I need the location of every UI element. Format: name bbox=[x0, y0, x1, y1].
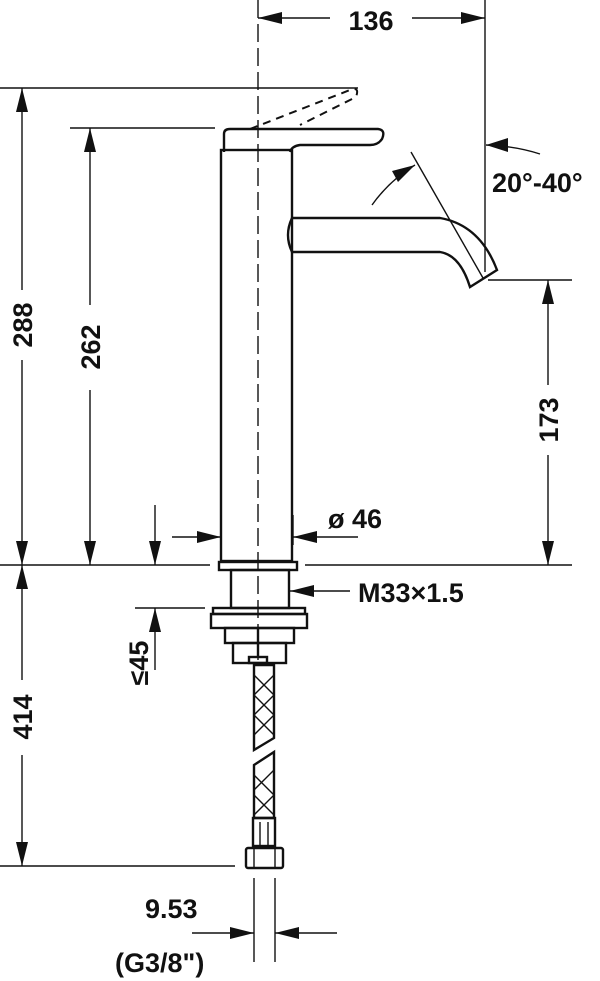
faucet-body bbox=[219, 87, 499, 563]
dimension-288: 288 bbox=[8, 88, 38, 565]
extension-lines bbox=[0, 0, 572, 962]
dimension-136: 136 bbox=[258, 6, 485, 36]
label-g3-8: (G3/8") bbox=[115, 948, 204, 978]
dimension-lever-angle: 20°-40° bbox=[371, 138, 583, 279]
label-262: 262 bbox=[76, 324, 106, 369]
label-288: 288 bbox=[8, 302, 38, 347]
label-lever-angle: 20°-40° bbox=[492, 168, 583, 198]
dimension-414: 414 bbox=[8, 565, 38, 866]
label-9-53: 9.53 bbox=[145, 894, 198, 924]
label-max-45: ≤45 bbox=[124, 641, 154, 686]
mounting-assembly bbox=[209, 560, 309, 665]
label-173: 173 bbox=[534, 397, 564, 442]
label-thread: M33×1.5 bbox=[358, 578, 464, 608]
label-diameter-46: ø 46 bbox=[328, 504, 382, 534]
dimension-9-53: 9.53 (G3/8") bbox=[115, 894, 337, 978]
dimension-173: 173 bbox=[534, 280, 564, 565]
dimension-thread: M33×1.5 bbox=[290, 578, 464, 608]
dimension-diameter-46: ø 46 bbox=[172, 504, 382, 545]
label-136: 136 bbox=[348, 6, 393, 36]
dimension-262: 262 bbox=[76, 128, 106, 565]
dimension-max-45: ≤45 bbox=[124, 608, 161, 685]
label-414: 414 bbox=[8, 694, 38, 739]
supply-hose bbox=[244, 663, 285, 870]
